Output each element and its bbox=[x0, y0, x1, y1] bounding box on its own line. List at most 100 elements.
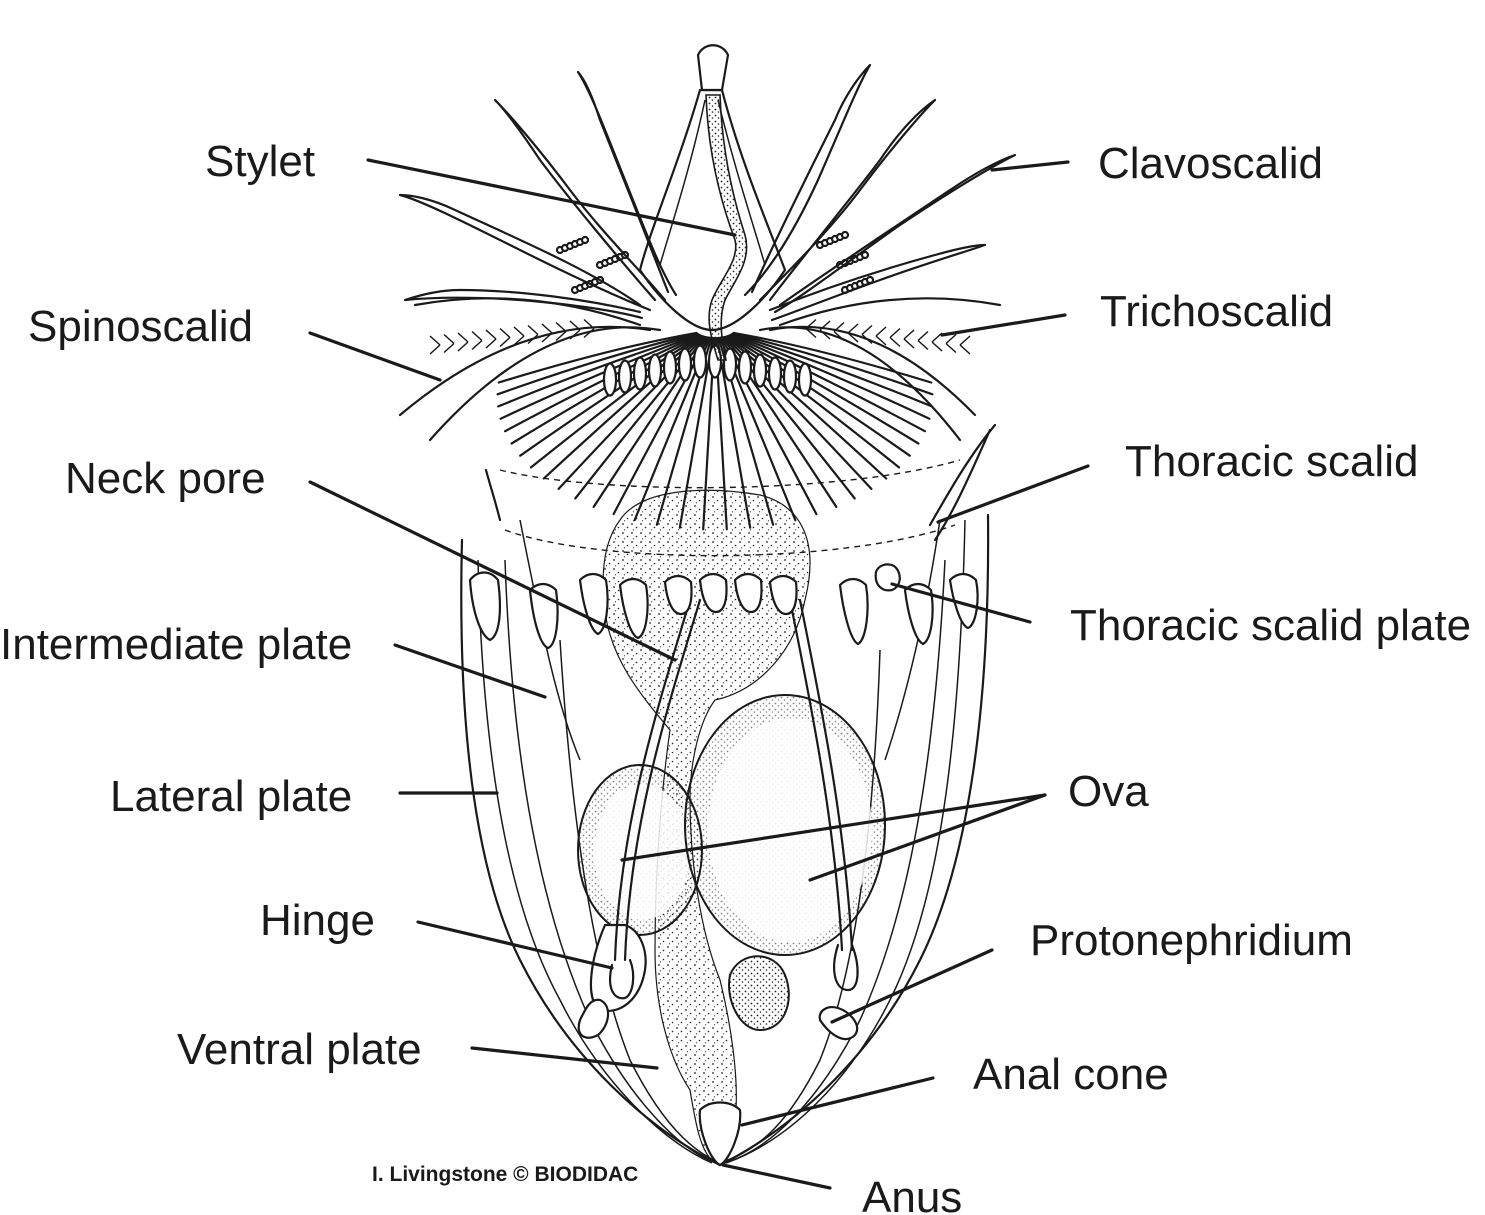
trichoscalid-barb bbox=[931, 332, 943, 343]
trichoscalid-barb bbox=[443, 333, 455, 345]
mouth-cone-tip bbox=[696, 44, 730, 92]
label-neck-pore: Neck pore bbox=[65, 454, 266, 503]
thoracic-scalid-spine-right-2 bbox=[933, 428, 992, 542]
trichoscalid-barb bbox=[527, 333, 539, 345]
spinoscalid-spine bbox=[732, 331, 933, 384]
spinoscalid-spine bbox=[730, 333, 931, 420]
leader-trichoscalid bbox=[940, 313, 1067, 337]
labels: Stylet Clavoscalid Spinoscalid Trichosca… bbox=[0, 137, 1471, 1215]
spinoscalid-upper bbox=[428, 326, 662, 442]
trichoscalid-barb bbox=[513, 326, 525, 337]
spinoscalid-spine bbox=[519, 334, 703, 457]
protonephridium-right bbox=[728, 955, 790, 1032]
scalid-base bbox=[602, 362, 618, 397]
leader-protonephridium bbox=[830, 948, 994, 1024]
label-clavoscalid: Clavoscalid bbox=[1098, 139, 1323, 188]
trichoscalid-barb bbox=[569, 320, 581, 331]
leader-thoracic-scalid-plate bbox=[890, 582, 1032, 624]
leader-lines bbox=[308, 158, 1090, 1190]
anal-cone bbox=[698, 1101, 742, 1167]
scalid-base bbox=[797, 362, 813, 397]
spinoscalid-spine bbox=[723, 336, 856, 500]
scalid-base bbox=[632, 356, 648, 391]
clavoscalid-bead bbox=[580, 235, 590, 245]
scalid-base bbox=[737, 350, 753, 385]
trichoscalid-barb bbox=[917, 339, 929, 351]
mouth-cone-ridge-right bbox=[717, 99, 766, 266]
leader-clavoscalid bbox=[990, 160, 1070, 172]
scalid-base bbox=[782, 359, 798, 394]
trichoscalid-barb bbox=[583, 318, 595, 330]
trichoscalid-barb bbox=[499, 327, 511, 339]
trichoscalid-barb bbox=[819, 329, 831, 340]
trichoscalid-barb bbox=[805, 327, 817, 339]
duct-left bbox=[613, 598, 692, 962]
credit-line: I. Livingstone © BIODIDAC bbox=[372, 1163, 638, 1186]
label-ova: Ova bbox=[1068, 767, 1149, 816]
clavoscalid-right-3 bbox=[743, 63, 872, 297]
stylet-core bbox=[705, 94, 748, 361]
spinoscalid-spine bbox=[497, 332, 699, 408]
spinoscalid-spine bbox=[728, 334, 920, 445]
leader-anal-cone bbox=[740, 1076, 935, 1127]
scalid-base bbox=[722, 347, 738, 382]
spinoscalid-upper bbox=[413, 297, 642, 327]
trichoscalid-barb bbox=[429, 344, 441, 355]
label-intermediate-plate: Intermediate plate bbox=[0, 620, 352, 669]
leader-ova-right bbox=[808, 793, 1047, 882]
trichoscalid-barb bbox=[471, 330, 483, 342]
trichoscalid-barb bbox=[805, 318, 817, 330]
scalid-base bbox=[692, 344, 708, 379]
trichoscalid-barb bbox=[903, 329, 915, 340]
leader-ova-left bbox=[620, 793, 1047, 862]
spinoscalid-spine bbox=[726, 335, 901, 469]
spinoscalid-spine bbox=[731, 332, 933, 408]
organism-illustration bbox=[398, 44, 1017, 1167]
clavoscalid-right-1 bbox=[758, 98, 937, 302]
trichoscalid-barb bbox=[541, 332, 553, 343]
head-scalids bbox=[398, 230, 1002, 531]
trichoscalid-barb bbox=[527, 324, 539, 336]
clavoscalid-left-3 bbox=[576, 70, 678, 297]
label-spinoscalid: Spinoscalid bbox=[28, 302, 253, 351]
trichoscalid-barb bbox=[819, 320, 831, 331]
spinoscalid-spine bbox=[496, 332, 699, 396]
label-ventral-plate: Ventral plate bbox=[177, 1025, 422, 1074]
label-anus: Anus bbox=[862, 1173, 962, 1215]
clavoscalid-right-2 bbox=[773, 153, 1017, 314]
scalid-base bbox=[677, 347, 693, 382]
trichoscalid-barb bbox=[443, 342, 455, 354]
clavoscalid-left-1 bbox=[493, 98, 667, 302]
leader-hinge bbox=[416, 920, 614, 970]
leader-intermediate-plate bbox=[393, 643, 547, 699]
leader-spinoscalid bbox=[308, 331, 442, 382]
clavoscalid-left-2 bbox=[398, 193, 652, 312]
spinoscalid-spine bbox=[497, 331, 698, 384]
trichoscalid-barb bbox=[889, 327, 901, 339]
trichoscalid-barb bbox=[833, 321, 845, 333]
trichoscalid-barb bbox=[875, 335, 887, 346]
label-hinge: Hinge bbox=[260, 896, 375, 945]
trichoscalid-barb bbox=[889, 336, 901, 348]
trichoscalid-barb bbox=[485, 329, 497, 340]
trichoscalid-barb bbox=[429, 335, 441, 346]
hinge-loop-right bbox=[833, 943, 859, 992]
hinge-loop-left bbox=[608, 958, 635, 1000]
spinoscalid-spine bbox=[727, 334, 911, 457]
label-thoracic-scalid-plate: Thoracic scalid plate bbox=[1070, 601, 1471, 650]
clavoscalid-left-4 bbox=[403, 288, 644, 320]
trichoscalid-barb bbox=[513, 335, 525, 346]
clavoscalid-bead bbox=[860, 250, 870, 260]
trichoscalid-barb bbox=[945, 333, 957, 345]
scalid-base bbox=[617, 359, 633, 394]
trichoscalid-barb bbox=[847, 332, 859, 343]
trichoscalid-barb bbox=[485, 338, 497, 349]
duct-right-2 bbox=[798, 598, 854, 952]
scalid-base bbox=[767, 356, 783, 391]
leader-neck-pore bbox=[308, 480, 677, 662]
spinoscalid-upper bbox=[758, 326, 962, 442]
trichoscalid-barb bbox=[903, 338, 915, 349]
trichoscalid-barb bbox=[457, 332, 469, 343]
label-anal-cone: Anal cone bbox=[973, 1050, 1169, 1099]
trichoscalid-barb bbox=[861, 333, 873, 345]
